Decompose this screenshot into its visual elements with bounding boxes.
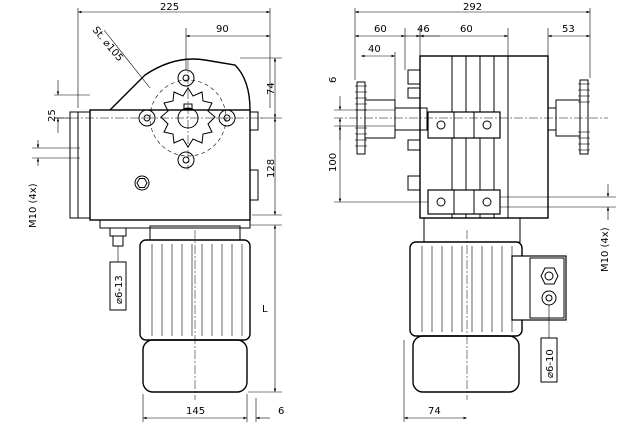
dim-L: L	[262, 304, 268, 315]
dim-128: 128	[266, 159, 277, 178]
terminal-box	[511, 255, 567, 321]
left-flange	[69, 111, 91, 219]
dim-145: 145	[186, 406, 205, 417]
right-sprocket	[547, 79, 590, 155]
drain-plug	[134, 175, 150, 191]
lug-top	[427, 111, 501, 139]
dim-40: 40	[368, 44, 381, 55]
gland-label-box	[109, 261, 127, 311]
dim-6: 6	[278, 406, 284, 417]
dim-53: 53	[562, 24, 575, 35]
dim-thread-right: M10 (4x)	[600, 227, 611, 272]
dim-46: 46	[417, 24, 430, 35]
right-boss	[249, 111, 259, 131]
dim-74: 74	[266, 82, 277, 95]
dim-225: 225	[160, 2, 179, 13]
dim-6-small: 6	[328, 77, 339, 83]
mounting-bolts	[138, 69, 236, 169]
dim-74-bottom: 74	[428, 406, 441, 417]
dim-90: 90	[216, 24, 229, 35]
motor-ribs	[151, 244, 243, 336]
upper-housing	[109, 58, 251, 111]
cable-gland	[109, 227, 127, 237]
dim-pitch-circle: St. ⌀105	[90, 25, 125, 64]
dim-gland-right: ⌀6-10	[545, 349, 556, 378]
side-motor-body	[409, 241, 523, 337]
side-fan-cover	[412, 335, 520, 393]
dim-292: 292	[463, 2, 482, 13]
bottom-flange	[99, 219, 251, 229]
side-motor-ribs	[421, 246, 513, 332]
front-view: 225 90 St. ⌀105 74 128 L 25 M10 (4x	[28, 2, 284, 422]
dim-60b: 60	[460, 24, 473, 35]
gear-housing	[89, 109, 251, 221]
gland-label-box-right	[540, 337, 558, 383]
dim-60a: 60	[374, 24, 387, 35]
lug-bottom	[427, 189, 501, 215]
dim-100: 100	[328, 153, 339, 172]
dim-thread-left: M10 (4x)	[28, 183, 39, 228]
side-view: 292 60 46 60 53 40 6 100 M1	[328, 2, 616, 422]
dim-25: 25	[47, 109, 58, 122]
dim-gland-left: ⌀6-13	[114, 275, 125, 304]
